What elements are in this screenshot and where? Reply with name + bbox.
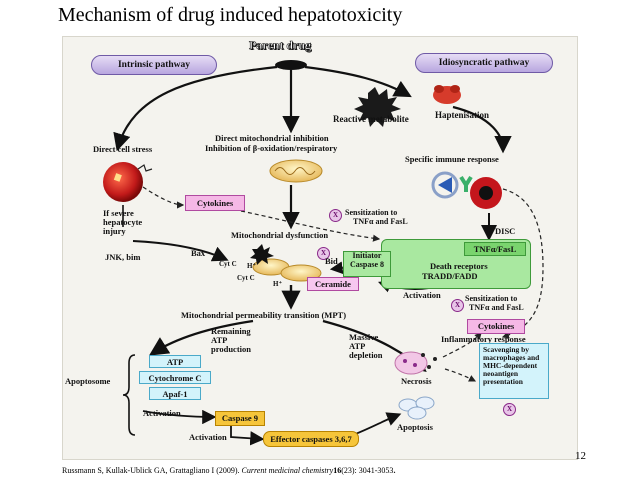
- sensitization-1-a: Sensitization to: [345, 208, 398, 217]
- citation-end: .: [393, 466, 396, 475]
- apoptosome-label: Apoptosome: [65, 376, 111, 386]
- arrow-remaining-atp: [148, 319, 254, 356]
- intrinsic-pathway-pill: Intrinsic pathway: [91, 55, 217, 75]
- remaining-atp-label-3: production: [211, 344, 251, 354]
- bax-label: Bax: [191, 248, 206, 258]
- death-receptors-box: TNFα/FasL Death receptors TRADD/FADD: [381, 239, 531, 289]
- citation: Russmann S, Kullak-Ublick GA, Grattaglia…: [62, 466, 395, 475]
- atp-box: ATP: [149, 355, 201, 368]
- tcr-icon: [459, 175, 473, 192]
- effector-caspases-box: Effector caspases 3,6,7: [263, 431, 359, 447]
- x-marker-1: X: [329, 209, 342, 222]
- cyt-c-label-2: Cyt C: [237, 274, 255, 282]
- remaining-atp-label-1: Remaining: [211, 326, 251, 336]
- x-marker-3: X: [451, 299, 464, 312]
- apaf1-box: Apaf-1: [149, 387, 201, 400]
- sensitization-2-a: Sensitization to: [465, 294, 518, 303]
- apc-cell-icon: [438, 177, 452, 193]
- if-severe-label-1: If severe: [103, 208, 134, 218]
- sensitization-2-b: TNFα and FasL: [469, 303, 524, 312]
- parent-drug-label: Parent drug: [249, 38, 312, 52]
- scavenging-box: Scavenging by macrophages and MHC-depend…: [479, 343, 549, 399]
- ceramide-box: Ceramide: [307, 277, 359, 291]
- page-number: 12: [575, 450, 586, 462]
- apoptosome-bracket: [122, 354, 136, 436]
- disc-label: DISC: [495, 226, 516, 236]
- necrotic-cell-icon: [394, 351, 437, 375]
- mitochondrial-dysfunction-label: Mitochondrial dysfunction: [231, 230, 329, 240]
- hapten-protein-icon: [433, 85, 461, 104]
- initiator-caspase-box: Initiator Caspase 8: [343, 251, 391, 277]
- bid-label: Bid: [325, 256, 338, 266]
- hepatotoxicity-diagram: Parent drug Intrinsic pathway Idiosyncra…: [62, 36, 578, 460]
- activation-label-2: Activation: [143, 408, 181, 418]
- activation-label-1: Activation: [403, 290, 441, 300]
- haptenisation-label: Haptenisation: [435, 110, 490, 120]
- citation-pages: (23): 3041-3053: [341, 466, 394, 475]
- apoptotic-bodies-icon: [398, 396, 435, 420]
- arrow-bax: [132, 240, 229, 262]
- activation-label-3: Activation: [189, 432, 227, 442]
- specific-immune-response-label: Specific immune response: [405, 154, 499, 164]
- if-severe-label-2: hepatocyte: [103, 217, 143, 227]
- citation-journal: Current medicinal chemistry: [241, 466, 334, 475]
- arrow-to-cell-stress: [113, 65, 278, 152]
- cytokines-box-2: Cytokines: [467, 319, 525, 334]
- remaining-atp-label-2: ATP: [211, 335, 228, 345]
- sensitization-1-b: TNFα and FasL: [353, 217, 408, 226]
- massive-atp-label-2: ATP: [349, 341, 366, 351]
- h-plus-label-2: H⁺: [273, 280, 283, 288]
- reactive-metabolite-starburst: [354, 87, 401, 127]
- death-receptors-label-2: TRADD/FADD: [422, 271, 478, 281]
- death-receptors-label-1: Death receptors: [430, 261, 488, 271]
- necrosis-label: Necrosis: [401, 376, 432, 386]
- if-severe-label-3: injury: [103, 226, 126, 236]
- caspase-9-box: Caspase 9: [215, 411, 265, 426]
- direct-cell-stress-label: Direct cell stress: [93, 144, 153, 154]
- citation-authors: Russmann S, Kullak-Ublick GA, Grattaglia…: [62, 466, 242, 475]
- cyt-c-label-1: Cyt C: [219, 260, 237, 268]
- tnf-fasl-box: TNFα/FasL: [464, 242, 526, 256]
- mito-inhibition-label-1: Direct mitochondrial inhibition: [215, 133, 329, 143]
- parent-drug-dot: [275, 60, 307, 70]
- massive-atp-label-1: Massive: [349, 332, 379, 342]
- hepatocyte-icon: [103, 162, 143, 202]
- reactive-metabolite-label: Reactive metabolite: [333, 114, 409, 124]
- mpt-label: Mitochondrial permeability transition (M…: [181, 310, 347, 320]
- citation-volume: 16: [333, 466, 342, 475]
- x-marker-2: X: [317, 247, 330, 260]
- jnk-bim-label: JNK, bim: [105, 252, 141, 262]
- h-plus-label-1: H⁺: [247, 262, 257, 270]
- cytochrome-c-box: Cytochrome C: [139, 371, 211, 384]
- apoptosis-label: Apoptosis: [397, 422, 433, 432]
- slide-title: Mechanism of drug induced hepatotoxicity: [58, 4, 403, 26]
- mitochondrion-icon: [269, 159, 323, 183]
- x-marker-4: X: [503, 403, 516, 416]
- cytokines-box: Cytokines: [185, 195, 245, 211]
- mito-inhibition-label-2: Inhibition of β-oxidation/respiratory: [205, 143, 338, 153]
- arrow-to-reactive-metabolite: [304, 65, 412, 98]
- arrow-to-immune: [452, 105, 512, 154]
- inflammatory-response-label: Inflammatory response: [441, 334, 526, 344]
- massive-atp-label-3: depletion: [349, 350, 383, 360]
- idiosyncratic-pathway-pill: Idiosyncratic pathway: [415, 53, 553, 73]
